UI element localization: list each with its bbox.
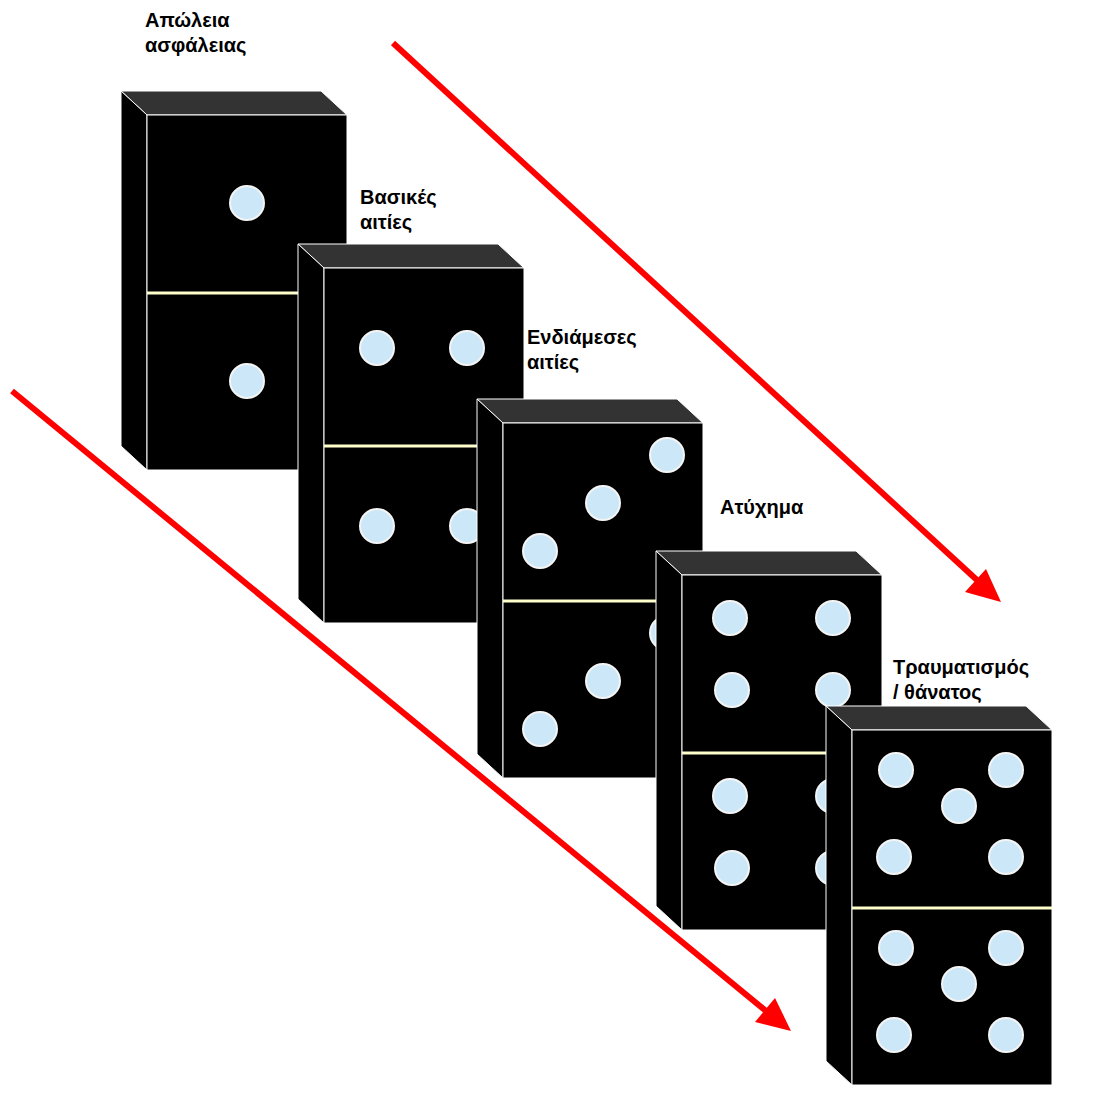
arrow-head [755,998,791,1031]
domino-pip [713,601,747,635]
domino-side [656,551,682,930]
domino-pip [715,673,749,707]
domino-pip [989,753,1023,787]
domino-top [656,551,882,575]
domino-pip [989,840,1023,874]
domino-pip [816,673,850,707]
domino-pip [360,331,394,365]
domino-pip [942,967,976,1001]
domino-pip [450,331,484,365]
domino-pip [523,534,557,568]
domino-pip [989,931,1023,965]
domino-pip [523,712,557,746]
domino-top [298,244,524,268]
domino-pip [989,1018,1023,1052]
domino-shape [825,705,1054,1087]
domino-pip [586,664,620,698]
domino-top [826,706,1052,730]
domino-side [298,244,324,623]
domino-pip [942,789,976,823]
domino-label: Ατύχημα [720,495,803,520]
domino-side [121,91,147,470]
arrow-head [965,569,1001,602]
domino-pip [877,1018,911,1052]
domino-label: Τραυματισμός / θάνατος [893,655,1029,705]
domino-pip [877,840,911,874]
domino-side [477,399,503,778]
domino-face [852,730,1052,1085]
domino-pip [586,486,620,520]
domino-pip [816,601,850,635]
domino-pip [650,438,684,472]
domino-label: Απώλεια ασφάλειας [145,8,246,58]
domino-tile: Τραυματισμός / θάνατος [825,655,1052,1085]
domino-pip [715,851,749,885]
domino-pip [360,509,394,543]
domino-pip [230,364,264,398]
domino-side [826,706,852,1085]
domino-pip [713,779,747,813]
domino-label: Βασικές αιτίες [360,185,437,235]
domino-pip [879,753,913,787]
domino-pip [879,931,913,965]
domino-top [121,91,347,115]
domino-pip [230,186,264,220]
domino-label: Ενδιάμεσες αιτίες [527,325,637,375]
domino-divider [852,907,1052,910]
domino-top [477,399,703,423]
